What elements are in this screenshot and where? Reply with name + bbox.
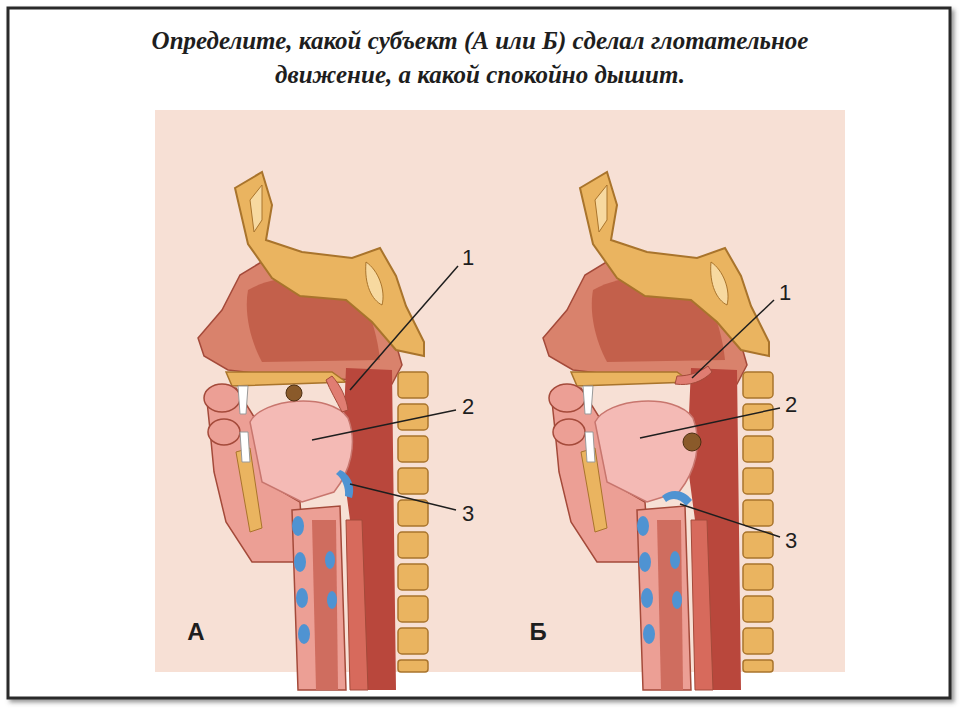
leader-lines [312,266,780,537]
soft-palate [675,366,712,385]
callout-number: 2 [785,393,797,417]
food-bolus [683,433,701,451]
figure-letter: А [187,619,204,645]
leader-line [692,300,774,378]
callout-number: 1 [462,246,474,270]
callout-number: 3 [785,529,797,553]
leader-line [680,504,780,537]
head-section [198,172,428,690]
callout-number: 2 [462,395,474,419]
epiglottis [662,491,692,506]
leader-line [312,410,456,440]
soft-palate [326,376,348,412]
head-section [543,172,773,690]
food-bolus [286,385,302,401]
leader-line [640,408,780,438]
leader-line [350,484,456,510]
callout-number: 1 [779,281,791,305]
slide-frame [8,8,950,698]
callout-number: 3 [462,502,474,526]
figure-letter: Б [529,619,546,645]
slide-title: Определите, какой субъект (А или Б) сдел… [120,24,840,92]
leader-line [350,266,458,390]
